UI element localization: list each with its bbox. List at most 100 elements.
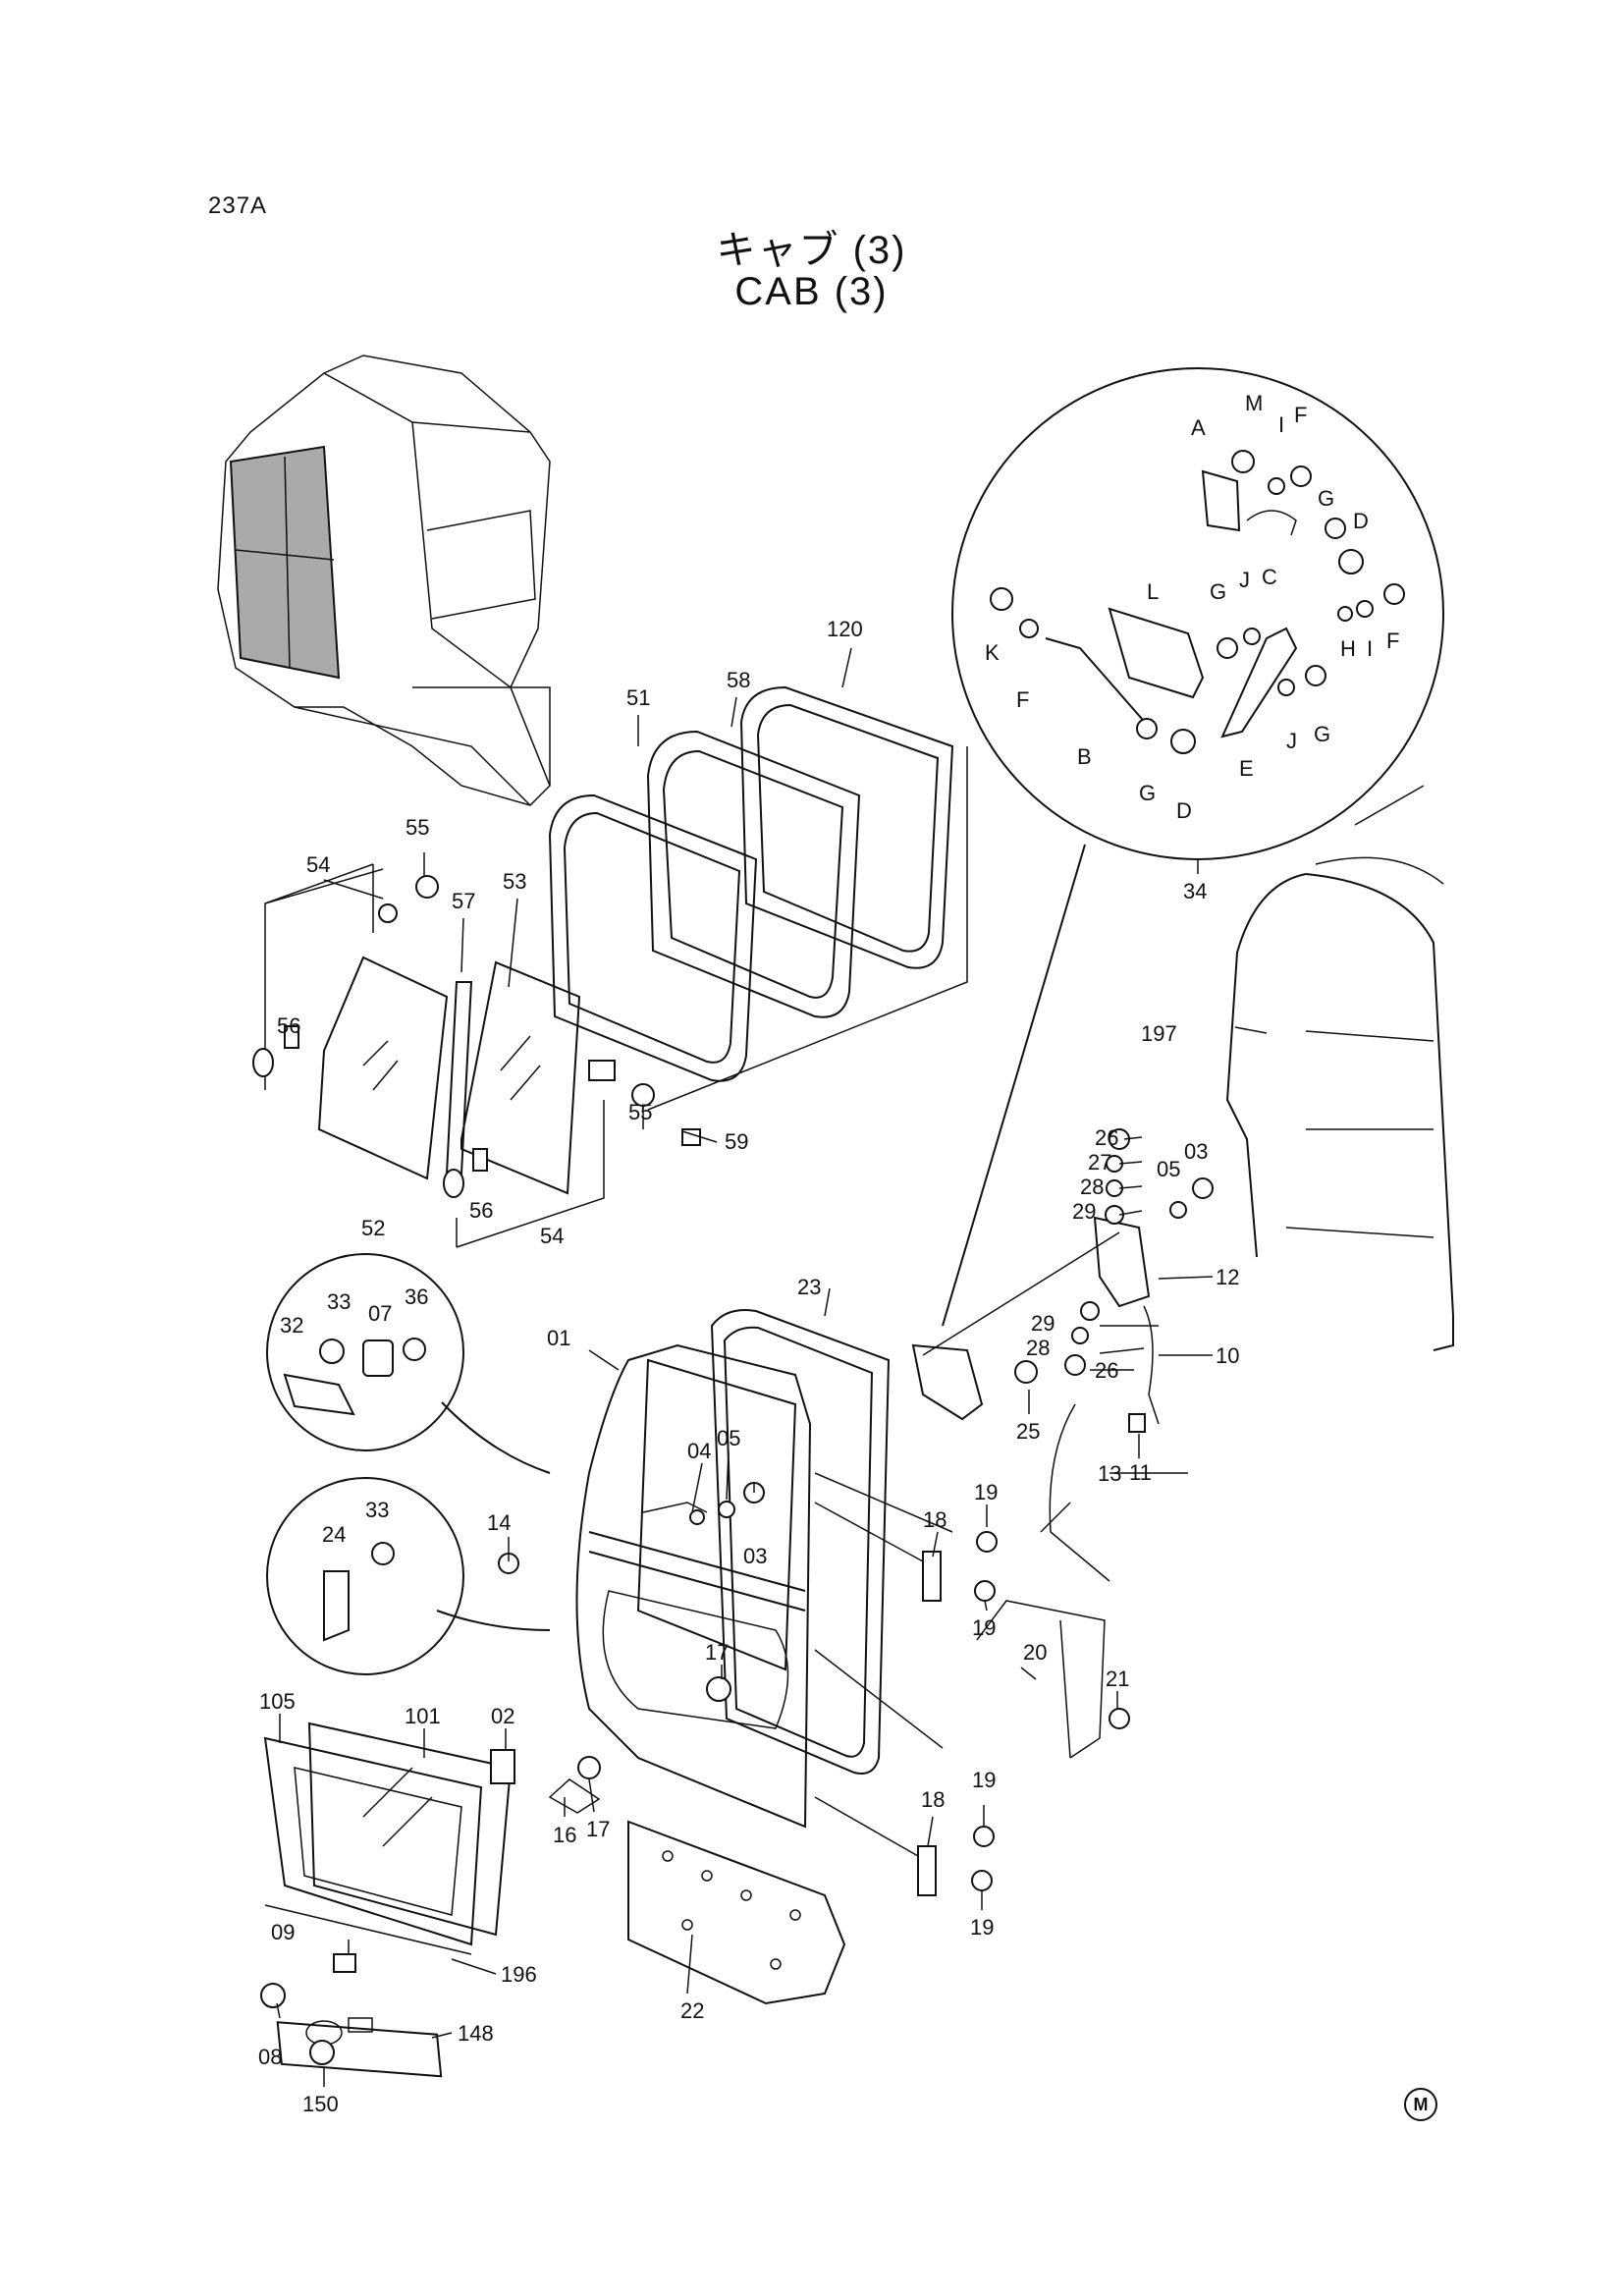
detail-letter-e: E — [1239, 756, 1254, 781]
side-glass-panels — [264, 863, 605, 1248]
detail-letter-g-fourth: G — [1139, 781, 1156, 805]
callout-34: 34 — [1183, 879, 1207, 903]
callout-19: 19 — [974, 1480, 998, 1504]
callout-16: 16 — [553, 1823, 576, 1847]
callout-29: 29 — [1072, 1199, 1096, 1224]
detail-letter-j-second: J — [1286, 729, 1297, 753]
callout-03-door: 03 — [743, 1544, 767, 1568]
callout-13: 13 — [1098, 1461, 1121, 1486]
callout-54: 54 — [306, 852, 330, 877]
callout-33-lower: 33 — [365, 1498, 389, 1522]
callout-54-lower: 54 — [540, 1224, 564, 1248]
page-title-japanese: キャブ (3) — [716, 229, 907, 272]
detail-letter-l: L — [1147, 579, 1159, 604]
detail-letter-d-second: D — [1176, 798, 1192, 823]
callout-21: 21 — [1106, 1667, 1129, 1691]
callout-150: 150 — [302, 2092, 339, 2116]
callout-19-fourth: 19 — [970, 1915, 994, 1940]
callout-03: 03 — [1184, 1139, 1208, 1164]
cab-overview-illustration — [217, 355, 551, 806]
detail-letter-i-second: I — [1367, 636, 1373, 661]
callout-28: 28 — [1080, 1175, 1104, 1199]
bracket-detail-circle — [266, 1477, 551, 1675]
callout-22: 22 — [680, 1998, 704, 2023]
bottom-plate — [276, 2017, 443, 2078]
callout-52: 52 — [361, 1216, 385, 1240]
callout-19-second: 19 — [972, 1615, 996, 1640]
callout-26: 26 — [1095, 1125, 1118, 1150]
callout-51: 51 — [626, 685, 650, 710]
callout-11: 11 — [1129, 1460, 1152, 1485]
callout-27: 27 — [1088, 1150, 1111, 1175]
callout-101: 101 — [405, 1704, 441, 1728]
door-trim-pad — [627, 1820, 846, 2005]
detail-letter-g-third: G — [1314, 722, 1330, 746]
callout-07: 07 — [368, 1301, 392, 1326]
fasteners — [252, 875, 1214, 2065]
detail-letter-b: B — [1077, 744, 1092, 769]
door-hinges — [814, 1502, 942, 1896]
callout-17-lower: 17 — [586, 1817, 610, 1841]
detail-letter-i: I — [1278, 412, 1284, 437]
detail-letter-g-second: G — [1210, 579, 1226, 604]
detail-letter-d: D — [1353, 509, 1369, 533]
door-opening-seal — [1225, 785, 1454, 1351]
detail-letter-g: G — [1318, 486, 1334, 511]
callout-02: 02 — [491, 1704, 514, 1728]
callout-19-third: 19 — [972, 1768, 996, 1792]
callout-01: 01 — [547, 1326, 570, 1350]
window-frame-seals — [548, 685, 968, 1111]
callout-56-lower: 56 — [469, 1198, 493, 1223]
callout-09: 09 — [271, 1920, 295, 1944]
detail-letter-j: J — [1239, 568, 1250, 592]
door-lower-panel — [263, 1722, 513, 1955]
callout-57: 57 — [452, 889, 475, 913]
detail-letter-m: M — [1245, 391, 1263, 415]
circled-mark: M — [1404, 2088, 1437, 2121]
callout-28-lower: 28 — [1026, 1336, 1050, 1360]
callout-197: 197 — [1141, 1021, 1177, 1046]
callout-17: 17 — [705, 1640, 729, 1665]
lock-detail-circle — [951, 367, 1444, 874]
callout-24: 24 — [322, 1522, 346, 1547]
latch-detail-circle — [266, 1253, 551, 1474]
callout-05-door: 05 — [717, 1426, 740, 1450]
callout-10: 10 — [1216, 1343, 1239, 1368]
door-lock-hardware — [911, 844, 1160, 1759]
callout-23: 23 — [797, 1275, 821, 1299]
detail-letter-c: C — [1262, 565, 1277, 589]
callout-105: 105 — [259, 1689, 296, 1714]
callout-26-lower: 26 — [1095, 1358, 1118, 1383]
detail-letter-a: A — [1191, 415, 1206, 440]
detail-letter-k: K — [985, 640, 1000, 665]
callout-33: 33 — [327, 1289, 351, 1314]
callout-25: 25 — [1016, 1419, 1040, 1444]
callout-58: 58 — [727, 668, 750, 692]
callout-196: 196 — [501, 1962, 537, 1987]
callout-18: 18 — [923, 1507, 947, 1532]
page-title-english: CAB (3) — [734, 270, 889, 313]
callout-04: 04 — [687, 1439, 711, 1463]
detail-letter-f-second: F — [1016, 687, 1029, 712]
callout-18-lower: 18 — [921, 1787, 945, 1812]
callout-05: 05 — [1157, 1157, 1180, 1181]
callout-12: 12 — [1216, 1265, 1239, 1289]
callout-59: 59 — [725, 1129, 748, 1154]
callout-leader-lines — [276, 647, 1268, 2087]
callout-53: 53 — [503, 869, 526, 894]
callout-120: 120 — [827, 617, 863, 641]
callout-29-lower: 29 — [1031, 1311, 1055, 1336]
callout-55: 55 — [406, 815, 429, 840]
detail-letter-h: H — [1340, 636, 1356, 661]
detail-letter-f: F — [1294, 403, 1307, 427]
detail-letter-f-third: F — [1386, 629, 1399, 653]
callout-36: 36 — [405, 1285, 428, 1309]
callout-08: 08 — [258, 2045, 282, 2069]
callout-32: 32 — [280, 1313, 303, 1338]
page-number: 237A — [208, 192, 268, 219]
callout-148: 148 — [458, 2021, 494, 2046]
callout-20: 20 — [1023, 1640, 1047, 1665]
callout-55-lower: 55 — [628, 1100, 652, 1124]
callout-14: 14 — [487, 1510, 511, 1535]
